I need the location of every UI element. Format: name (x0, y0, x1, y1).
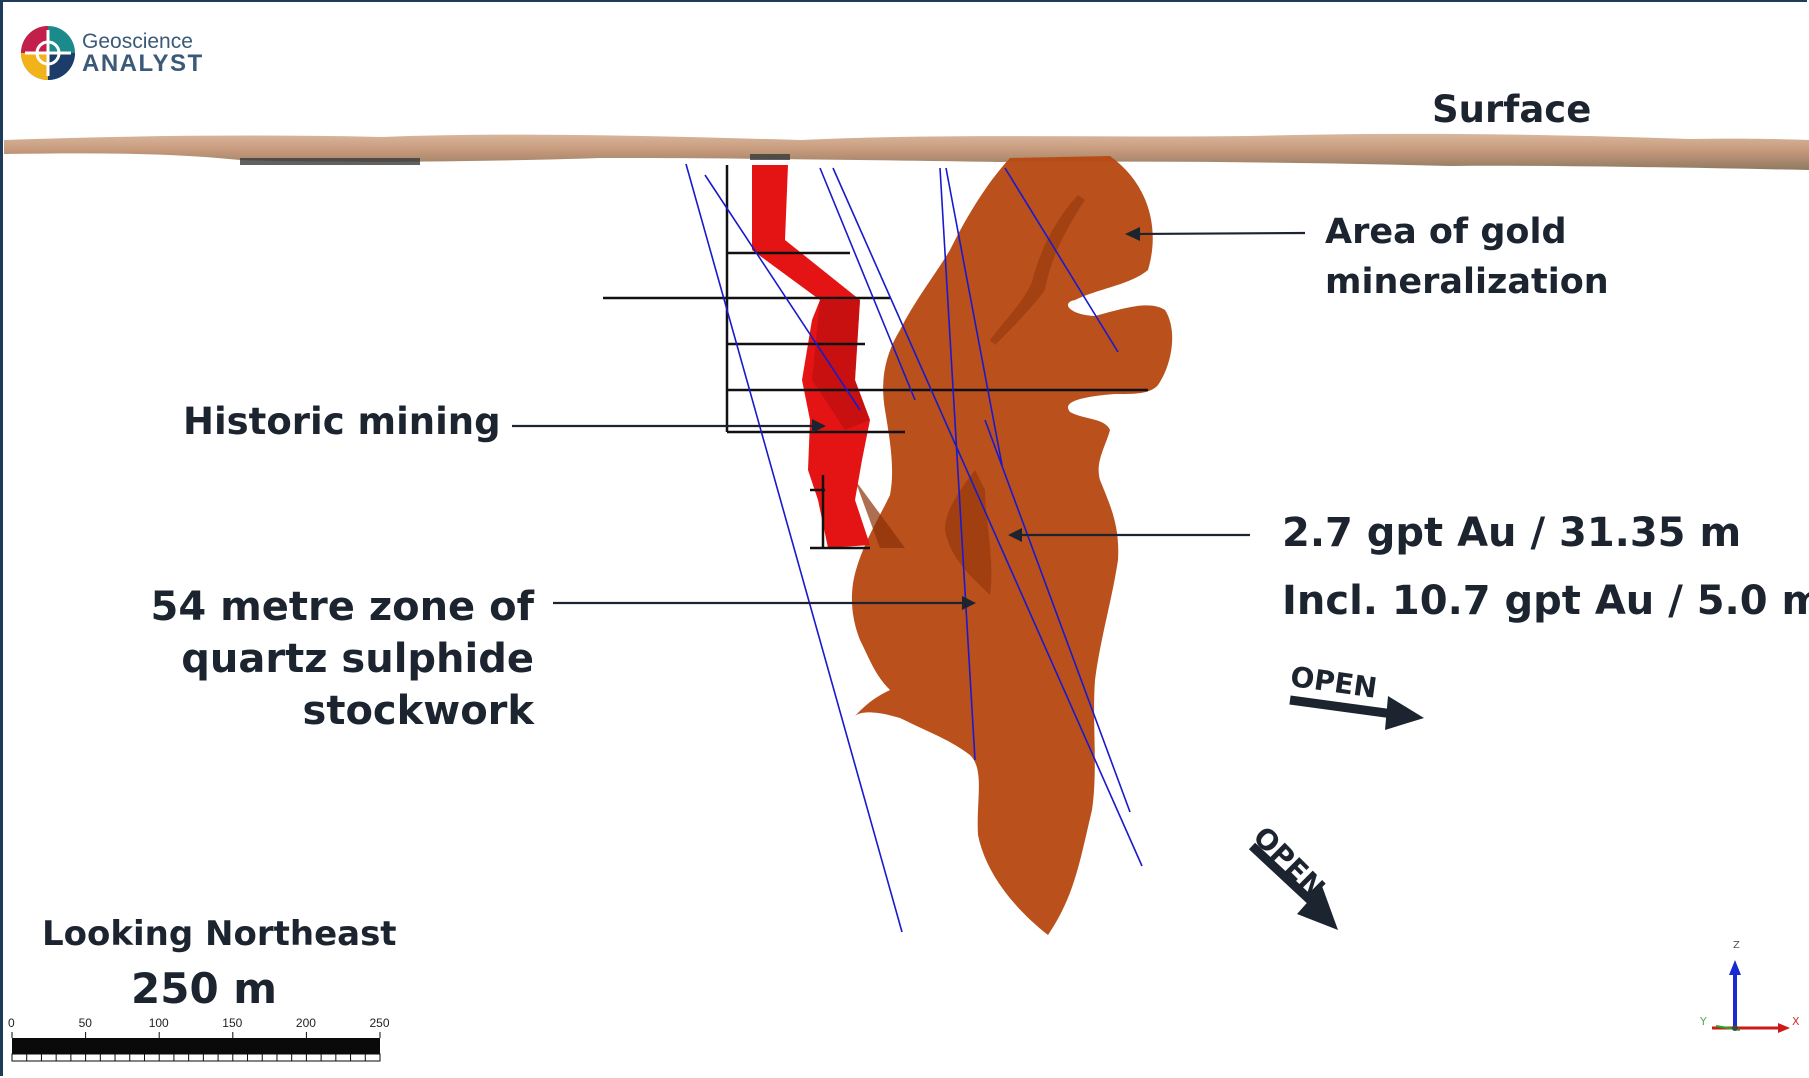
axis-x-label: X (1792, 1015, 1800, 1028)
scale-tick-label: 200 (296, 1016, 316, 1030)
surface-label: Surface (1432, 88, 1591, 131)
axis-y-label: Y (1700, 1015, 1707, 1028)
scale-tick-label: 0 (8, 1016, 15, 1030)
geoscience-analyst-logo-icon (21, 26, 75, 80)
axis-triad (1712, 960, 1790, 1033)
scale-title: 250 m (131, 964, 277, 1013)
view-direction-label: Looking Northeast (42, 914, 397, 954)
zone-label-line3: stockwork (303, 688, 534, 734)
scale-tick-label: 50 (79, 1016, 92, 1030)
scale-bar (12, 1032, 380, 1061)
logo-line2: ANALYST (82, 50, 204, 78)
zone-label-line1: 54 metre zone of (151, 584, 534, 630)
zone-label-line2: quartz sulphide (181, 636, 534, 682)
scale-tick-label: 100 (149, 1016, 169, 1030)
intercept-label-line2: Incl. 10.7 gpt Au / 5.0 m (1282, 578, 1809, 624)
scale-tick-label: 250 (370, 1016, 390, 1030)
gold-area-label-line1: Area of gold (1325, 212, 1567, 252)
axis-z-label: Z (1733, 940, 1740, 951)
gold-area-label-line2: mineralization (1325, 262, 1609, 302)
intercept-label-line1: 2.7 gpt Au / 31.35 m (1282, 510, 1741, 556)
scale-tick-label: 150 (222, 1016, 242, 1030)
historic-mining-label: Historic mining (183, 400, 501, 443)
